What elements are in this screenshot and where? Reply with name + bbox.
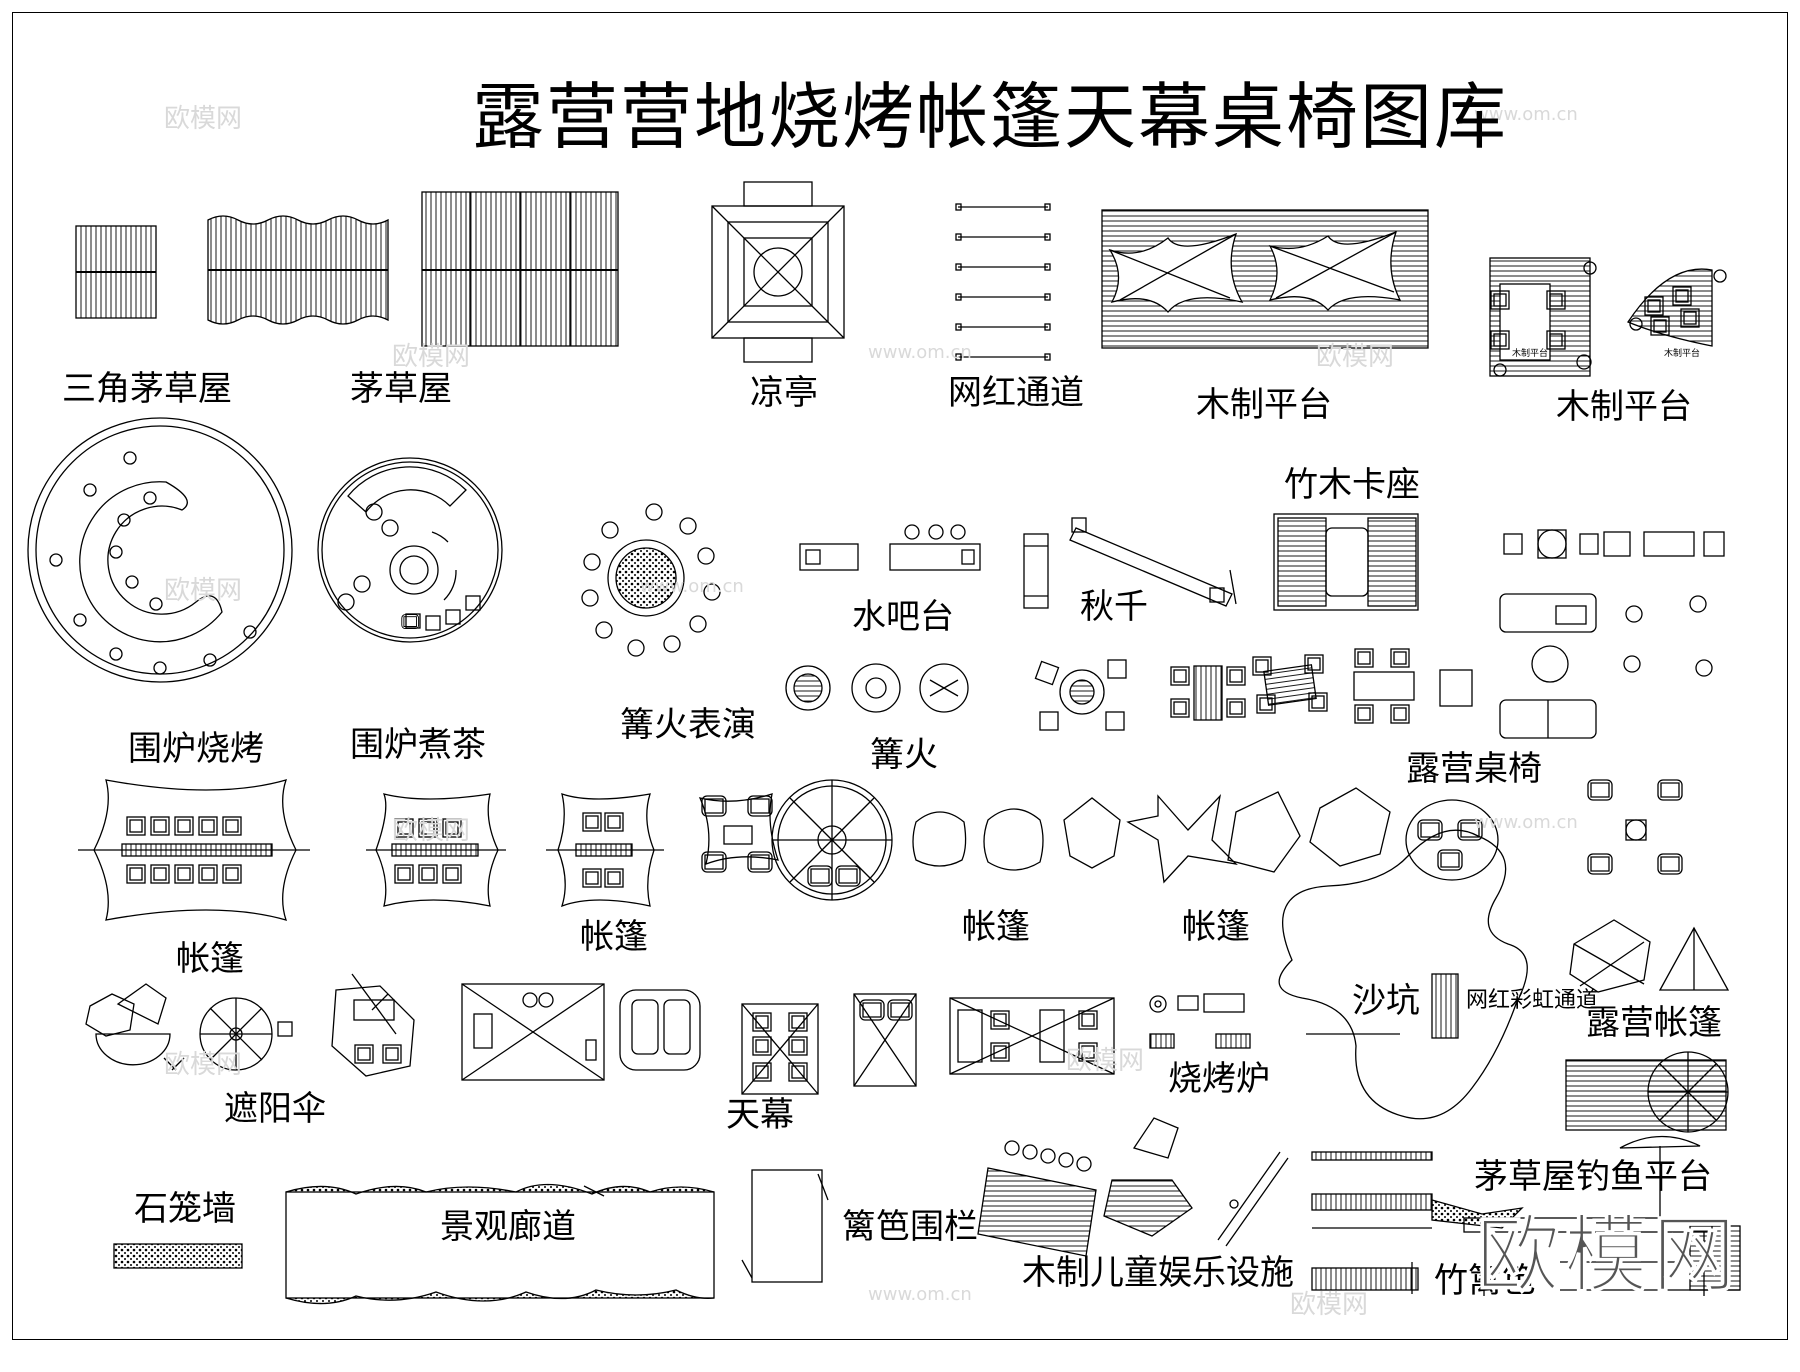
label-water-bar: 水吧台	[852, 597, 954, 637]
label-wood-platform-2: 木制平台	[1556, 387, 1692, 427]
camp-table-set-symbol	[1170, 648, 1473, 724]
page-title: 露营营地烧烤帐篷天幕桌椅图库	[472, 75, 1509, 159]
watermark-logo: 欧模网	[164, 104, 243, 134]
watermark-url: www.om.cn	[1474, 104, 1578, 125]
watermark-logo: 欧模网	[392, 816, 471, 846]
label-sand-pit: 沙坑	[1352, 981, 1420, 1021]
watermark-url: www.om.cn	[1474, 812, 1578, 833]
label-camp-table-chairs: 露营桌椅	[1406, 749, 1542, 789]
label-bamboo-fence: 竹篱笆	[1434, 1261, 1536, 1301]
thatch-hut-symbol	[207, 215, 389, 325]
small-note: 木制平台	[1664, 349, 1701, 359]
watermark-logo: 欧模网	[164, 1050, 243, 1080]
fence-symbol	[741, 1169, 829, 1283]
label-swing: 秋千	[1080, 587, 1148, 627]
large-thatch-hut-symbol	[421, 191, 619, 347]
watermark-url: www.om.cn	[640, 576, 744, 597]
label-tent-3: 帐篷	[962, 907, 1030, 947]
landscape-corridor-symbol	[285, 1183, 715, 1305]
bonfire-symbol	[785, 659, 1127, 731]
watermark-logo: 欧模网	[392, 342, 471, 372]
pavilion-symbol	[711, 181, 845, 363]
watermark-logo: 欧模网	[1316, 342, 1395, 372]
triangle-thatch-hut-symbol	[75, 225, 157, 319]
label-rainbow-path: 网红彩虹通道	[1466, 988, 1599, 1013]
watermark-logo: 欧模网	[164, 576, 243, 606]
label-canopy: 天幕	[726, 1095, 794, 1135]
influencer-path-symbol	[955, 203, 1051, 361]
bbq-grill-symbol	[1149, 993, 1251, 1049]
bonfire-show-symbol	[581, 503, 721, 657]
label-bbq-grill: 烧烤炉	[1168, 1059, 1270, 1099]
label-wood-platform: 木制平台	[1196, 385, 1332, 425]
watermark-url: www.om.cn	[868, 1284, 972, 1305]
label-influencer-path: 网红通道	[948, 373, 1084, 413]
label-landscape-corridor: 景观廊道	[440, 1207, 576, 1247]
label-camp-tent: 露营帐篷	[1586, 1003, 1722, 1043]
sand-pit-symbol	[1278, 829, 1528, 1120]
label-triangle-thatch-hut: 三角茅草屋	[62, 369, 232, 409]
thatch-fishing-platform-symbol	[1431, 1135, 1741, 1296]
large-tent-symbol	[78, 779, 310, 921]
label-fence: 篱笆围栏	[842, 1207, 978, 1247]
label-pavilion: 凉亭	[750, 373, 818, 413]
kids-play-symbol	[977, 1117, 1289, 1257]
gabion-wall-symbol	[113, 1243, 243, 1269]
label-gabion-wall: 石笼墙	[134, 1189, 236, 1229]
label-tent-4: 帐篷	[1182, 907, 1250, 947]
label-stove-tea: 围炉煮茶	[350, 725, 486, 765]
watermark-url: www.om.cn	[868, 342, 972, 363]
wood-platform-symbol	[1101, 209, 1429, 349]
label-bonfire-show: 篝火表演	[620, 705, 756, 745]
swing-symbol	[1023, 517, 1237, 609]
label-thatch-fishing: 茅草屋钓鱼平台	[1474, 1157, 1712, 1197]
label-bamboo-booth: 竹木卡座	[1284, 465, 1420, 505]
label-kids-play: 木制儿童娱乐设施	[1022, 1253, 1294, 1293]
camp-table-chairs-symbol	[1499, 529, 1725, 739]
label-tent-1: 帐篷	[176, 939, 244, 979]
label-thatch-hut: 茅草屋	[350, 369, 452, 409]
small-note: 木制平台	[1512, 349, 1549, 359]
stove-bbq-symbol	[27, 417, 293, 683]
label-bonfire: 篝火	[870, 735, 938, 775]
label-parasol: 遮阳伞	[224, 1089, 326, 1129]
wood-platform-small-symbol	[1489, 257, 1727, 377]
bamboo-booth-symbol	[1273, 513, 1419, 611]
bamboo-fence-symbol	[1311, 1151, 1433, 1294]
camp-tent-symbol	[1565, 919, 1730, 1133]
small-tent-symbol	[546, 793, 664, 908]
watermark-logo: 欧模网	[1290, 1290, 1369, 1320]
canopy-symbol	[461, 983, 1115, 1095]
watermark-logo: 欧模网	[1066, 1046, 1145, 1076]
label-tent-2: 帐篷	[580, 917, 648, 957]
drawing-border	[12, 12, 1788, 1340]
stove-tea-symbol	[317, 457, 503, 643]
tent-cluster-symbol	[698, 779, 1683, 901]
brand-watermark: 欧模网	[1475, 1206, 1741, 1305]
label-stove-bbq: 围炉烧烤	[128, 729, 264, 769]
parasol-symbol	[85, 973, 415, 1077]
medium-tent-symbol	[366, 793, 506, 907]
water-bar-symbol	[799, 524, 981, 571]
